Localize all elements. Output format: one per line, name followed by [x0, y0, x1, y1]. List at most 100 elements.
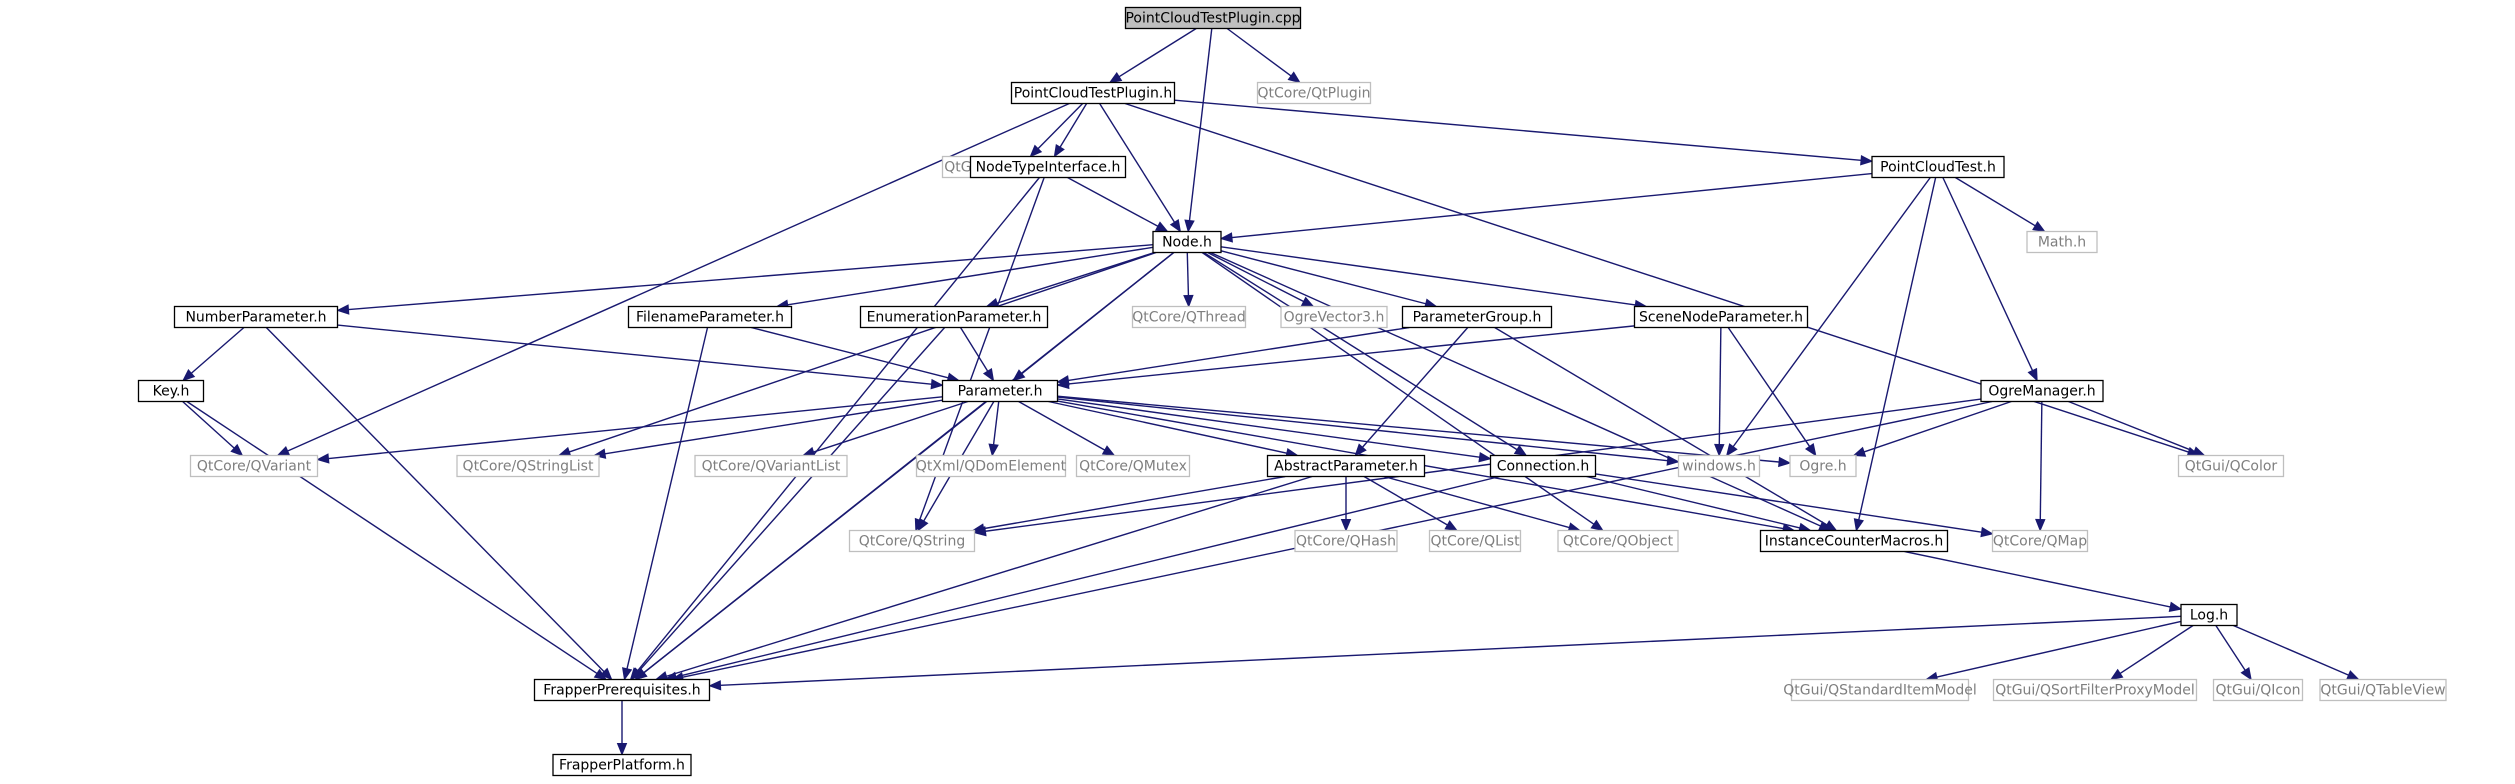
- node-box: [1790, 678, 1970, 702]
- node-root[interactable]: PointCloudTestPlugin.cpp: [1124, 6, 1302, 30]
- node-label: OgreManager.h: [1988, 384, 2095, 400]
- node-box: [173, 305, 339, 329]
- edge-pctest-to-math: [1954, 176, 2046, 233]
- node-box: [859, 305, 1049, 329]
- node-label: Log.h: [2190, 608, 2228, 624]
- edge-line: [813, 400, 969, 453]
- arrow-head-icon: [593, 668, 608, 681]
- node-fileparam[interactable]: FilenameParameter.h: [627, 305, 793, 329]
- node-box: [969, 155, 1127, 179]
- node-numparam[interactable]: NumberParameter.h: [173, 305, 339, 329]
- arrow-head-icon: [1853, 518, 1864, 532]
- node-label: QtCore/QMutex: [1079, 459, 1187, 475]
- edge-line: [787, 246, 1154, 306]
- edge-root-to-plugin_h: [1108, 27, 1197, 84]
- node-qstringlist: QtCore/QStringList: [456, 454, 600, 478]
- arrow-head-icon: [1725, 443, 1738, 457]
- node-box: [1075, 454, 1191, 478]
- edge-line: [1203, 251, 1518, 451]
- edge-parameter-to-qvariantlist: [801, 400, 969, 457]
- edge-line: [638, 327, 946, 672]
- node-qobject: QtCore/QObject: [1557, 529, 1679, 553]
- node-abstractparam[interactable]: AbstractParameter.h: [1266, 454, 1426, 478]
- node-log[interactable]: Log.h: [2180, 603, 2238, 627]
- node-label: OgreVector3.h: [1284, 310, 1385, 326]
- node-label: QtGui/QSortFilterProxyModel: [1995, 683, 2195, 699]
- node-label: FrapperPrerequisites.h: [543, 683, 700, 699]
- edge-line: [265, 327, 605, 673]
- edge-line: [1048, 400, 1287, 454]
- edge-line: [2215, 625, 2246, 671]
- node-ogremanager[interactable]: OgreManager.h: [1980, 379, 2104, 403]
- arrow-head-icon: [1354, 443, 1367, 457]
- nodes-layer: PointCloudTestPlugin.cppPointCloudTestPl…: [137, 6, 2447, 777]
- node-key[interactable]: Key.h: [137, 379, 205, 403]
- edge-node-to-scenenode: [1220, 246, 1648, 311]
- edge-line: [1057, 395, 1780, 463]
- arrow-head-icon: [1860, 154, 1874, 166]
- node-label: QtGui/QStandardItemModel: [1783, 683, 1976, 699]
- node-enumparam[interactable]: EnumerationParameter.h: [859, 305, 1049, 329]
- node-node[interactable]: Node.h: [1152, 230, 1222, 254]
- node-plugin_h[interactable]: PointCloudTestPlugin.h: [1010, 81, 1176, 105]
- edge-line: [1858, 177, 1937, 520]
- edge-line: [337, 324, 932, 385]
- node-frapperprereq[interactable]: FrapperPrerequisites.h: [533, 678, 711, 702]
- arrow-head-icon: [988, 443, 999, 457]
- edge-enumparam-to-frapperprereq: [630, 327, 946, 681]
- edge-line: [1226, 27, 1292, 77]
- node-windows: windows.h: [1677, 454, 1761, 478]
- arrow-head-icon: [1590, 519, 1604, 532]
- node-instancecounter[interactable]: InstanceCounterMacros.h: [1759, 529, 1949, 553]
- node-label: Connection.h: [1497, 459, 1590, 475]
- edge-line: [1863, 400, 2012, 453]
- arrow-head-icon: [1101, 445, 1116, 457]
- edge-plugin_h-to-nodetypeif: [1053, 103, 1088, 158]
- node-label: windows.h: [1682, 459, 1756, 475]
- edge-line: [1210, 251, 1821, 527]
- node-box: [1256, 81, 1372, 105]
- edge-pctest-to-instancecounter: [1853, 177, 1937, 532]
- node-scenenode[interactable]: SceneNodeParameter.h: [1633, 305, 1809, 329]
- node-label: PointCloudTest.h: [1880, 160, 1996, 176]
- node-nodetypeif[interactable]: NodeTypeInterface.h: [969, 155, 1127, 179]
- node-parameter[interactable]: Parameter.h: [941, 379, 1059, 403]
- edge-line: [720, 615, 2182, 687]
- arrow-head-icon: [1666, 455, 1680, 466]
- node-paramgroup[interactable]: ParameterGroup.h: [1401, 305, 1553, 329]
- edge-line: [1727, 327, 1811, 447]
- edge-paramgroup-to-parameter: [1056, 326, 1410, 386]
- edge-paramgroup-to-instancecounter: [1494, 326, 1838, 532]
- node-box: [2026, 230, 2098, 254]
- node-label: QtXml/QDomElement: [916, 459, 1067, 475]
- node-frapperplatform[interactable]: FrapperPlatform.h: [552, 753, 692, 777]
- node-box: [2177, 454, 2285, 478]
- node-label: Parameter.h: [958, 384, 1043, 400]
- node-box: [1677, 454, 1761, 478]
- node-qthread: QtCore/QThread: [1131, 305, 1247, 329]
- edge-pctest-to-node: [1219, 172, 1873, 243]
- edge-line: [1059, 103, 1088, 148]
- arrow-head-icon: [1169, 218, 1182, 233]
- edge-node-to-qobject: [1201, 251, 1604, 532]
- node-pctest[interactable]: PointCloudTest.h: [1871, 155, 2005, 179]
- edge-line: [1174, 99, 1862, 161]
- edge-plugin_h-to-pctest: [1174, 99, 1874, 166]
- edge-connection-to-qmap: [1595, 473, 1994, 538]
- node-connection[interactable]: Connection.h: [1489, 454, 1597, 478]
- arrow-head-icon: [1714, 443, 1725, 457]
- edge-line: [182, 400, 235, 449]
- arrow-head-icon: [1340, 519, 1352, 532]
- arrow-head-icon: [276, 446, 291, 457]
- arrow-head-icon: [2168, 601, 2183, 612]
- node-label: QtCore/QObject: [1563, 534, 1674, 550]
- edge-line: [996, 251, 1155, 304]
- arrow-head-icon: [2032, 221, 2046, 233]
- edge-line: [2068, 400, 2195, 453]
- arrow-head-icon: [2109, 668, 2124, 681]
- node-ogre: Ogre.h: [1789, 454, 1857, 478]
- arrow-head-icon: [599, 667, 613, 681]
- node-ogrevec3: OgreVector3.h: [1280, 305, 1388, 329]
- edge-line: [2039, 401, 2043, 520]
- edge-line: [1231, 172, 1873, 239]
